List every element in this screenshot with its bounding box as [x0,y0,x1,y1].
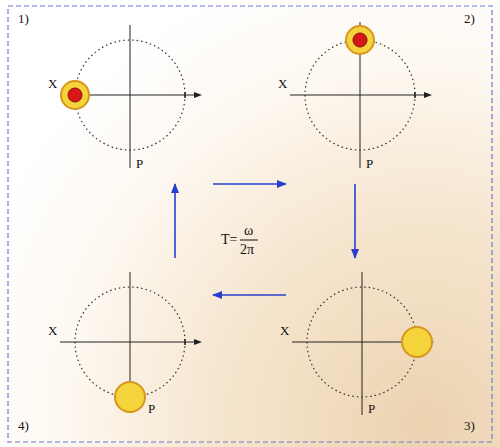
phase-panel [60,25,202,168]
flow-arrow [213,183,286,185]
axis-label: X [48,324,57,338]
phase-panel [292,272,434,415]
panel-number: 2) [464,12,475,26]
dashed-frame [8,6,492,442]
axis-label: P [148,402,155,416]
panel-number: 4) [18,419,29,433]
fraction-bar [240,240,258,241]
axis-label: P [368,402,375,416]
panel-number: 1) [18,12,29,26]
phase-panel [60,272,202,412]
formula-numerator: ω [244,223,253,238]
axis-label: P [136,157,143,171]
phase-panel: 4) X P [14,262,209,437]
formula-denominator: 2π [240,242,254,257]
phase-panel: 2)XP [290,10,485,180]
phase-panel: 3)XP [290,262,485,437]
flow-arrow [354,184,356,258]
axis-label: X [278,77,287,91]
flow-arrow [174,184,176,258]
axis-label: X [48,77,57,91]
axis-label: P [366,157,373,171]
phase-panel [290,22,432,168]
phase-panel: 1) X P [14,10,209,180]
period-formula: T= [221,232,237,247]
axis-label: X [280,324,289,338]
panel-number: 3) [464,419,475,433]
flow-arrow [213,294,286,296]
